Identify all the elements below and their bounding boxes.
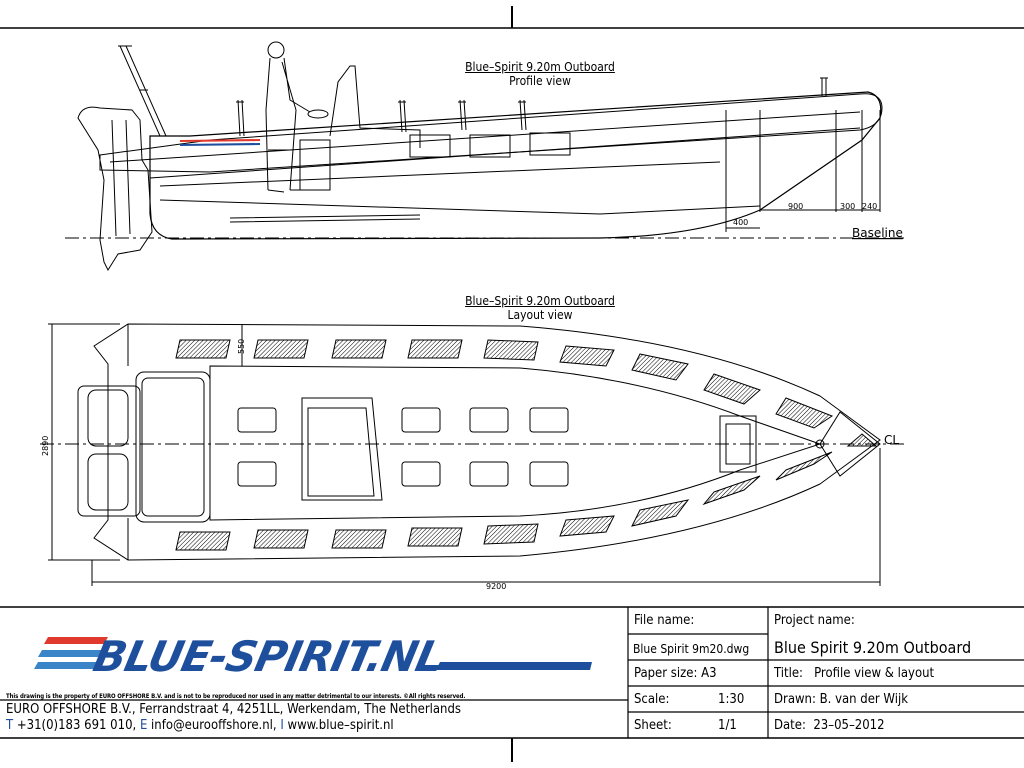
jockey-seats bbox=[237, 407, 569, 487]
file-name: Blue Spirit 9m20.dwg bbox=[633, 642, 750, 656]
outboard-motor bbox=[77, 106, 153, 272]
hull-outline bbox=[149, 91, 882, 240]
title-value: Profile view & layout bbox=[814, 666, 935, 681]
website: www.blue–spirit.nl bbox=[287, 718, 394, 733]
dim-tube-width: 550 bbox=[237, 339, 246, 354]
profile-view-subtitle: Profile view bbox=[509, 74, 571, 88]
dim-900: 900 bbox=[788, 202, 803, 211]
layout-view-subtitle: Layout view bbox=[507, 308, 573, 322]
layout-view-title-text: Blue–Spirit 9.20m Outboard bbox=[465, 294, 615, 308]
email-letter: E bbox=[139, 718, 148, 733]
paper-size: Paper size: A3 bbox=[634, 666, 717, 681]
disclaimer: This drawing is the property of EURO OFF… bbox=[6, 693, 466, 700]
project-name-label: Project name: bbox=[774, 613, 855, 628]
profile-view-drawing bbox=[65, 41, 905, 272]
dim-overall-beam: 2890 bbox=[41, 436, 50, 456]
date-row: Date: 23–05–2012 bbox=[774, 718, 885, 734]
sheet-value: 1/1 bbox=[718, 718, 737, 733]
dim-400: 400 bbox=[733, 218, 748, 227]
tube-outline bbox=[99, 93, 883, 173]
tube-outline-plan bbox=[93, 323, 881, 561]
deck-outline bbox=[209, 365, 822, 521]
sheet-frame bbox=[0, 6, 1024, 762]
baseline-label: Baseline bbox=[852, 226, 903, 240]
dim-overall-length: 9200 bbox=[486, 582, 506, 591]
date-value: 23–05–2012 bbox=[813, 718, 885, 733]
company-contact: T +31(0)183 691 010, E info@eurooffshore… bbox=[6, 718, 394, 734]
layout-view-drawing bbox=[40, 323, 905, 586]
scale-value: 1:30 bbox=[718, 692, 745, 707]
sheet-label: Sheet: bbox=[634, 718, 672, 733]
email: info@eurooffshore.nl, bbox=[151, 718, 277, 733]
date-label: Date: bbox=[774, 718, 806, 733]
title-block-grid bbox=[0, 607, 1024, 738]
dim-240: 240 bbox=[862, 202, 877, 211]
console bbox=[329, 65, 421, 148]
dim-300: 300 bbox=[840, 202, 855, 211]
profile-dimension-labels: 400 900 300 240 bbox=[733, 202, 877, 227]
console-plan bbox=[301, 397, 383, 501]
a-frame bbox=[118, 45, 167, 137]
title-row: Title: Profile view & layout bbox=[774, 666, 934, 682]
project-name: Blue Spirit 9.20m Outboard bbox=[774, 638, 972, 657]
title-label: Title: bbox=[774, 666, 803, 681]
profile-view-title-text: Blue–Spirit 9.20m Outboard bbox=[465, 60, 615, 74]
blue-spirit-logo: BLUE-SPIRIT.NL bbox=[34, 633, 592, 682]
svg-text:BLUE-SPIRIT.NL: BLUE-SPIRIT.NL bbox=[89, 633, 447, 681]
phone: +31(0)183 691 010, bbox=[16, 718, 137, 733]
phone-letter: T bbox=[6, 718, 14, 733]
centerline-label: CL bbox=[884, 433, 899, 447]
website-letter: I bbox=[280, 718, 284, 733]
drawn-value: B. van der Wijk bbox=[819, 692, 908, 707]
layout-view-title: Blue–Spirit 9.20m Outboard Layout view bbox=[440, 294, 640, 322]
profile-view-title: Blue–Spirit 9.20m Outboard Profile view bbox=[440, 60, 640, 88]
scale-label: Scale: bbox=[634, 692, 670, 707]
company-address: EURO OFFSHORE B.V., Ferrandstraat 4, 425… bbox=[6, 702, 461, 717]
drawn-row: Drawn: B. van der Wijk bbox=[774, 692, 908, 708]
person-figure bbox=[265, 41, 311, 193]
file-name-label: File name: bbox=[634, 613, 695, 628]
non-slip-pads bbox=[175, 339, 878, 551]
drawn-label: Drawn: bbox=[774, 692, 816, 707]
